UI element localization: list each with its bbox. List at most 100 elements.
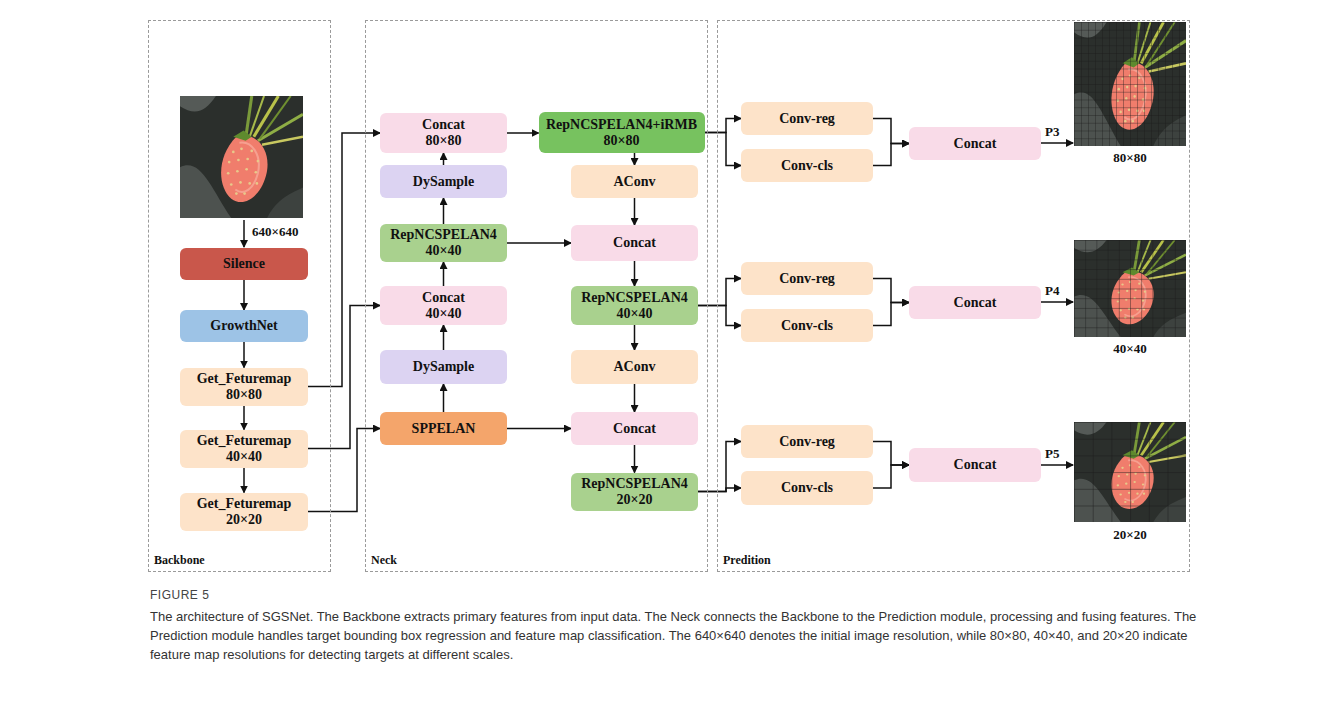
module-box: Get_Feturemap80×80: [180, 368, 308, 406]
module-label: 80×80: [226, 387, 262, 403]
module-box: Concat: [909, 448, 1041, 482]
module-box: Silence: [180, 248, 308, 280]
module-box: SPPELAN: [380, 412, 507, 445]
module-label: Conv-reg: [779, 111, 835, 127]
connector-arrow: [507, 132, 539, 134]
connector-arrow: [443, 384, 445, 412]
module-label: SPPELAN: [412, 421, 476, 437]
module-box: Conv-cls: [741, 309, 873, 342]
connector-arrow: [443, 325, 445, 350]
module-box: RepNCSPELAN420×20: [571, 473, 698, 511]
module-box: AConv: [571, 165, 698, 198]
module-label: 20×20: [617, 492, 653, 508]
connector-arrow: [308, 306, 380, 449]
module-label: RepNCSPELAN4: [581, 476, 688, 492]
connector-arrow: [873, 465, 909, 488]
grid-overlay: [1074, 422, 1186, 522]
module-label: Conv-cls: [781, 480, 833, 496]
module-box: DySample: [380, 165, 507, 198]
module-label: 40×40: [426, 243, 462, 259]
connector-arrow: [507, 428, 571, 430]
module-label: 80×80: [426, 133, 462, 149]
module-box: RepNCSPELAN4+iRMB80×80: [539, 112, 705, 153]
module-label: 40×40: [426, 306, 462, 322]
output-arrow: [1041, 301, 1073, 303]
connector-arrow: [873, 442, 909, 466]
module-box: Conv-cls: [741, 149, 873, 182]
scale-label: 640×640: [252, 224, 298, 240]
output-arrow: [1041, 142, 1073, 144]
connector-arrow: [443, 153, 445, 165]
output-image: [1074, 240, 1186, 337]
connector-arrow: [308, 133, 380, 387]
module-label: RepNCSPELAN4+iRMB: [546, 117, 697, 133]
section-panel: BackboneSilenceGrowthNetGet_Feturemap80×…: [148, 20, 331, 572]
section-title: Predition: [723, 553, 771, 568]
module-label: Get_Feturemap: [197, 433, 292, 449]
module-label: 80×80: [604, 133, 640, 149]
connector-arrow: [443, 198, 445, 224]
grid-overlay: [1074, 240, 1186, 337]
connector-arrow: [243, 406, 245, 430]
connector-arrow: [634, 384, 636, 412]
module-label: GrowthNet: [210, 318, 277, 334]
module-label: Conv-cls: [781, 318, 833, 334]
module-box: Concat: [571, 225, 698, 261]
module-label: AConv: [613, 359, 655, 375]
scale-label: P3: [1045, 124, 1059, 140]
connector-arrow: [443, 262, 445, 286]
section-panel: NeckConcat80×80DySampleRepNCSPELAN440×40…: [365, 20, 708, 572]
module-label: DySample: [413, 174, 474, 190]
connector-arrow: [634, 198, 636, 225]
connector-arrow: [698, 442, 741, 492]
module-label: 20×20: [226, 512, 262, 528]
connector-arrow: [873, 279, 909, 303]
scale-label: 20×20: [1113, 527, 1146, 543]
connector-arrow: [873, 119, 909, 144]
input-image: [180, 96, 303, 218]
module-label: RepNCSPELAN4: [581, 290, 688, 306]
module-label: AConv: [613, 174, 655, 190]
connector-arrow: [698, 279, 741, 306]
section-panel: PreditionConv-regConv-clsConcatConv-regC…: [717, 20, 1190, 572]
scale-label: 80×80: [1113, 150, 1146, 166]
connector-arrow: [634, 325, 636, 350]
module-label: Concat: [613, 235, 656, 251]
module-box: RepNCSPELAN440×40: [380, 224, 507, 262]
module-box: Concat: [909, 127, 1041, 160]
figure-caption: The architecture of SGSNet. The Backbone…: [150, 608, 1200, 665]
connector-arrow: [507, 242, 571, 244]
connector-arrow: [308, 429, 380, 512]
section-title: Backbone: [154, 553, 205, 568]
connector-arrow: [698, 306, 741, 326]
figure-number: FIGURE 5: [150, 588, 209, 602]
module-label: Conv-reg: [779, 434, 835, 450]
connector-arrow: [705, 119, 742, 133]
connector-arrow: [634, 153, 636, 165]
module-box: Concat40×40: [380, 286, 507, 325]
module-box: Conv-reg: [741, 262, 873, 295]
module-label: Get_Feturemap: [197, 496, 292, 512]
module-label: Conv-cls: [781, 158, 833, 174]
output-image: [1074, 22, 1186, 146]
module-label: 40×40: [226, 449, 262, 465]
output-image: [1074, 422, 1186, 522]
module-label: DySample: [413, 359, 474, 375]
module-box: Conv-reg: [741, 102, 873, 135]
module-label: Concat: [422, 117, 465, 133]
connector-arrow: [243, 342, 245, 368]
module-box: Concat80×80: [380, 113, 507, 153]
module-label: 40×40: [617, 306, 653, 322]
module-box: Get_Feturemap20×20: [180, 493, 308, 531]
module-box: RepNCSPELAN440×40: [571, 286, 698, 325]
connector-arrow: [243, 280, 245, 310]
connector-arrow: [873, 303, 909, 326]
module-box: Conv-cls: [741, 471, 873, 505]
module-box: Concat: [571, 412, 698, 445]
module-label: Concat: [422, 290, 465, 306]
input-arrow: [243, 220, 245, 247]
module-label: Concat: [954, 136, 997, 152]
output-arrow: [1041, 464, 1073, 466]
connector-arrow: [243, 468, 245, 493]
module-label: RepNCSPELAN4: [390, 227, 497, 243]
